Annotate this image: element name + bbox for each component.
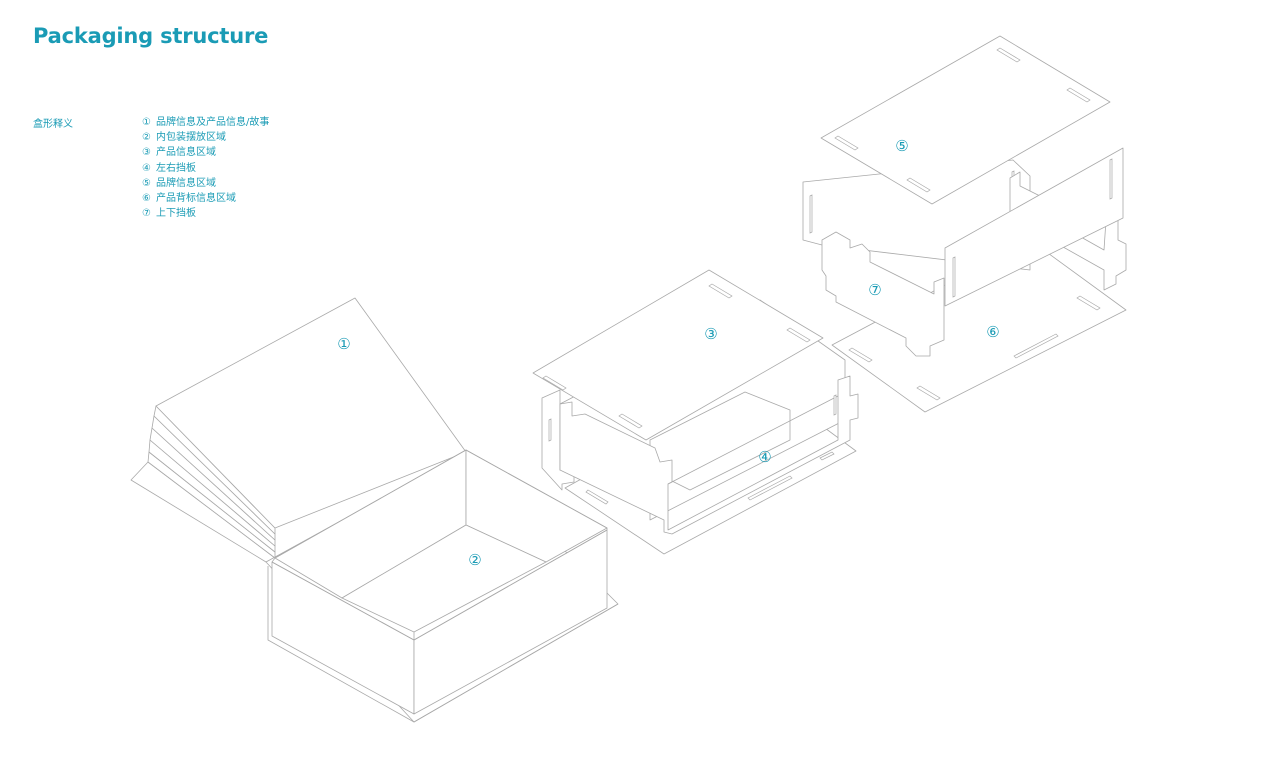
rigid-box-assembly bbox=[130, 297, 619, 723]
tray-assembly bbox=[532, 269, 859, 555]
exploded-box-assembly bbox=[802, 35, 1127, 413]
exploded-top-lid bbox=[820, 35, 1111, 205]
legend-item-2-number: ② bbox=[142, 132, 151, 144]
legend-item-7: ⑦ 上下挡板 bbox=[142, 206, 269, 221]
legend-item-5-label: 品牌信息区域 bbox=[155, 177, 216, 189]
legend-item-1-label: 品牌信息及产品信息/故事 bbox=[155, 117, 270, 128]
callout-2: ② bbox=[468, 551, 481, 569]
legend-item-5-number: ⑤ bbox=[142, 177, 151, 189]
legend-item-5: ⑤ 品牌信息区域 bbox=[142, 176, 269, 191]
legend-item-6-number: ⑥ bbox=[142, 193, 151, 205]
legend-item-4: ④ 左右挡板 bbox=[142, 161, 269, 176]
legend-item-6: ⑥ 产品背标信息区域 bbox=[142, 191, 269, 206]
legend-item-2-label: 内包装摆放区域 bbox=[155, 132, 226, 144]
legend-item-6-label: 产品背标信息区域 bbox=[155, 193, 236, 205]
legend-item-1-number: ① bbox=[142, 117, 151, 128]
callout-4: ④ bbox=[758, 448, 771, 466]
lid-page-stack bbox=[130, 405, 276, 563]
legend-item-7-label: 上下挡板 bbox=[155, 208, 196, 220]
legend-item-1: ① 品牌信息及产品信息/故事 bbox=[142, 115, 269, 130]
box-inner-floor bbox=[341, 524, 547, 633]
legend-item-3-number: ③ bbox=[142, 147, 151, 159]
exploded-front-wall bbox=[944, 147, 1124, 307]
tray-top-lid bbox=[532, 269, 824, 441]
callout-5: ⑤ bbox=[895, 137, 908, 155]
callout-1: ① bbox=[337, 335, 350, 353]
legend-item-7-number: ⑦ bbox=[142, 208, 151, 220]
legend-heading: 盒形释义 bbox=[33, 119, 73, 130]
legend-list: ① 品牌信息及产品信息/故事 ② 内包装摆放区域 ③ 产品信息区域 ④ 左右挡板 ⑤ 品牌… bbox=[142, 115, 269, 221]
tray-front-wall bbox=[559, 375, 859, 535]
legend-item-4-number: ④ bbox=[142, 162, 151, 174]
page-title: Packaging structure bbox=[33, 24, 269, 48]
callout-6: ⑥ bbox=[986, 323, 999, 341]
callout-3: ③ bbox=[704, 325, 717, 343]
legend-item-3: ③ 产品信息区域 bbox=[142, 145, 269, 160]
legend-item-2: ② 内包装摆放区域 bbox=[142, 130, 269, 145]
exploded-side-wall bbox=[821, 231, 945, 357]
legend-item-4-label: 左右挡板 bbox=[155, 162, 196, 174]
callout-7: ⑦ bbox=[868, 281, 881, 299]
legend-item-3-label: 产品信息区域 bbox=[155, 147, 216, 159]
